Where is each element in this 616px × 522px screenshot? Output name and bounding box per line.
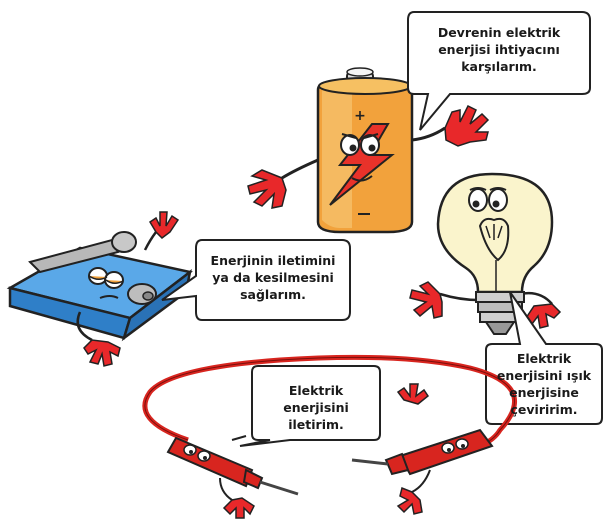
light-bulb-character-icon — [409, 172, 562, 335]
switch-bubble-line-2: ya da kesilmesini — [212, 270, 334, 285]
bulb-speech-bubble — [485, 291, 603, 425]
wire-bubble-line-1: Elektrik enerjisini — [283, 383, 349, 415]
battery-character-icon — [247, 67, 490, 234]
switch-bubble-text: Enerjinin iletimini ya da kesilmesini sa… — [198, 252, 348, 303]
battery-bubble-text: Devrenin elektrik enerjisi ihtiyacını ka… — [410, 24, 588, 75]
battery-bubble-line-2: enerjisi ihtiyacını — [438, 42, 560, 57]
switch-bubble-line-1: Enerjinin iletimini — [210, 253, 336, 268]
bulb-bubble-line-3: enerjisine — [509, 385, 579, 400]
switch-character-icon — [6, 211, 193, 367]
battery-bubble-line-1: Devrenin elektrik — [437, 25, 561, 40]
bulb-bubble-line-1: Elektrik — [516, 351, 572, 366]
wire-bubble-text: Elektrik enerjisini iletirim. — [254, 382, 378, 433]
wire-speech-bubble — [239, 365, 381, 447]
battery-bubble-line-3: karşılarım. — [461, 59, 537, 74]
switch-bubble-line-3: sağlarım. — [240, 287, 306, 302]
bulb-bubble-line-2: enerjisini ışık — [496, 368, 592, 383]
battery-speech-bubble — [407, 11, 591, 131]
wire-bubble-line-2: iletirim. — [288, 417, 344, 432]
switch-speech-bubble — [161, 239, 351, 321]
bulb-bubble-text: Elektrik enerjisini ışık enerjisine çevi… — [486, 350, 602, 418]
wire-probe-character-icon — [142, 354, 518, 519]
battery-plus-label: + — [354, 108, 366, 124]
bulb-bubble-line-4: çeviririm. — [510, 402, 578, 417]
